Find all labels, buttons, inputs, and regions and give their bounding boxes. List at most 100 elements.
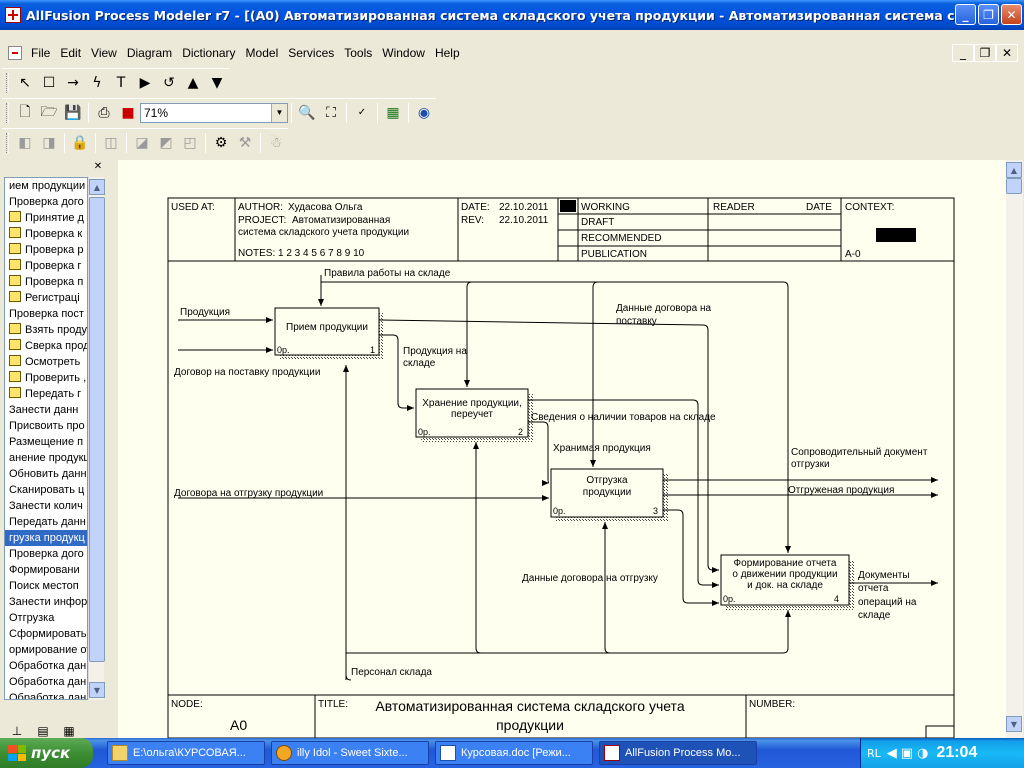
task-word[interactable]: Курсовая.doc [Режи... <box>435 741 593 765</box>
tree-item[interactable]: Занести колич <box>5 498 87 514</box>
tree-item[interactable]: Проверка р <box>5 242 87 258</box>
tray-arrow-icon[interactable]: ◀ <box>886 745 897 761</box>
navigator-icon[interactable]: ◉ <box>417 104 431 121</box>
tray-network-icon[interactable]: ▣ <box>900 745 914 761</box>
tree-item[interactable]: Размещение п <box>5 434 87 450</box>
tree-item[interactable]: Сканировать ц <box>5 482 87 498</box>
activity-box-4[interactable] <box>720 554 850 606</box>
tree-item[interactable]: Передать г <box>5 386 87 402</box>
zoom-in-icon[interactable]: 🔍 <box>298 104 316 121</box>
tree-item[interactable]: Обработка дан <box>5 658 87 674</box>
language-indicator[interactable]: RL <box>867 746 881 760</box>
tree-item[interactable]: Проверка к <box>5 226 87 242</box>
tree-item[interactable]: Формировани <box>5 562 87 578</box>
tree-item[interactable]: Проверка дого <box>5 546 87 562</box>
tree-item[interactable]: Сформировать <box>5 626 87 642</box>
print-icon[interactable]: ⎙ <box>98 104 110 121</box>
allfusion-app-icon[interactable] <box>5 7 21 23</box>
tree-item[interactable]: Поиск местоп <box>5 578 87 594</box>
menu-window[interactable]: Window <box>382 46 425 60</box>
tree-item[interactable]: Взять проду <box>5 322 87 338</box>
menu-model[interactable]: Model <box>245 46 279 60</box>
tree-item[interactable]: Проверка п <box>5 274 87 290</box>
canvas-scroll-up-icon[interactable]: ▲ <box>1006 162 1022 178</box>
task-media-player[interactable]: illy Idol - Sweet Sixte... <box>271 741 429 765</box>
text-tool-icon[interactable]: T <box>116 74 126 91</box>
tree-item[interactable]: Сверка прод <box>5 338 87 354</box>
chevron-down-icon[interactable]: ▼ <box>271 103 287 122</box>
restore-button[interactable]: ❐ <box>978 4 999 25</box>
tree-item[interactable]: Обработка дан <box>5 690 87 699</box>
canvas-scroll-down-icon[interactable]: ▼ <box>1006 716 1022 732</box>
window-title-bar[interactable]: AllFusion Process Modeler r7 - [(A0) Авт… <box>0 0 1024 30</box>
play-tool-icon[interactable]: ▶ <box>139 74 151 91</box>
new-file-icon[interactable]: 🗋 <box>19 103 31 120</box>
diagram-canvas[interactable]: USED AT: AUTHOR: Худасова Ольга PROJECT:… <box>118 160 1006 738</box>
box-tool-icon[interactable]: ☐ <box>42 74 56 91</box>
minimize-button[interactable]: _ <box>955 4 976 25</box>
tree-item[interactable]: Обновить данн <box>5 466 87 482</box>
tree-item[interactable]: Проверка дого <box>5 194 87 210</box>
mdi-restore-button[interactable]: ❐ <box>974 44 996 62</box>
tree-item[interactable]: Регистраці <box>5 290 87 306</box>
tree-item[interactable]: Проверить , <box>5 370 87 386</box>
menu-file[interactable]: File <box>31 46 51 60</box>
tree-item[interactable]: ием продукции <box>5 178 87 194</box>
spell-check-icon[interactable]: ✓ <box>357 107 367 118</box>
menu-edit[interactable]: Edit <box>60 46 82 60</box>
menu-dictionary[interactable]: Dictionary <box>182 46 236 60</box>
tab-diagrams-icon[interactable]: ▤ <box>37 724 49 738</box>
tree-item[interactable]: Присвоить про <box>5 418 87 434</box>
menu-view[interactable]: View <box>91 46 117 60</box>
mdi-minimize-button[interactable]: _ <box>952 44 974 62</box>
pointer-tool-icon[interactable]: ↖ <box>19 74 31 91</box>
up-level-icon[interactable]: ▲ <box>187 74 199 91</box>
save-icon[interactable]: 💾 <box>64 104 82 121</box>
down-level-icon[interactable]: ▼ <box>211 74 223 91</box>
tree-item[interactable]: Занести инфор <box>5 594 87 610</box>
zoom-fit-icon[interactable]: ⛶ <box>326 104 336 121</box>
tree-item[interactable]: Занести данн <box>5 402 87 418</box>
tree-scrollbar[interactable]: ▲ ▼ <box>88 177 105 700</box>
close-panel-icon[interactable]: ✕ <box>93 160 103 172</box>
tree-item[interactable]: Передать данн <box>5 514 87 530</box>
open-folder-icon[interactable]: 🗁 <box>40 103 58 120</box>
tray-volume-icon[interactable]: ◑ <box>917 745 929 761</box>
canvas-scroll-thumb[interactable] <box>1006 178 1022 194</box>
activity-box-1[interactable] <box>274 307 380 356</box>
menu-services[interactable]: Services <box>288 46 335 60</box>
mdi-close-button[interactable]: ✕ <box>996 44 1018 62</box>
menu-diagram[interactable]: Diagram <box>126 46 173 60</box>
undo-icon[interactable]: ↺ <box>163 74 175 91</box>
tree-item[interactable]: грузка продукц <box>5 530 87 546</box>
tree-item[interactable]: Принятие д <box>5 210 87 226</box>
model-explorer-icon[interactable]: ▦ <box>386 104 400 121</box>
canvas-vertical-scrollbar[interactable]: ▲ ▼ <box>1006 160 1023 738</box>
menu-tools[interactable]: Tools <box>344 46 373 60</box>
tree-item[interactable]: Отгрузка <box>5 610 87 626</box>
scroll-up-icon[interactable]: ▲ <box>89 179 105 195</box>
tree-item[interactable]: анение продукц <box>5 450 87 466</box>
scroll-down-icon[interactable]: ▼ <box>89 682 105 698</box>
close-button[interactable]: ✕ <box>1001 4 1022 25</box>
scroll-thumb[interactable] <box>89 197 105 662</box>
properties-icon[interactable]: ⚙ <box>214 134 228 151</box>
color-icon[interactable]: ■ <box>121 104 135 121</box>
start-button[interactable]: пуск <box>0 738 93 768</box>
tab-objects-icon[interactable]: ▦ <box>63 724 75 738</box>
tree-item[interactable]: Проверка пост <box>5 306 87 322</box>
task-explorer[interactable]: E:\ольга\КУРСОВАЯ... <box>107 741 265 765</box>
activity-box-2[interactable] <box>415 388 529 438</box>
zoom-select[interactable]: 71% ▼ <box>140 102 288 123</box>
task-allfusion[interactable]: AllFusion Process Mo... <box>599 741 757 765</box>
document-icon[interactable] <box>8 46 22 60</box>
squiggle-tool-icon[interactable]: ϟ <box>92 74 102 91</box>
tab-activities-icon[interactable]: ⊥ <box>11 724 23 738</box>
activity-box-3[interactable] <box>550 468 664 518</box>
tree-item[interactable]: Обработка дан <box>5 674 87 690</box>
tree-item[interactable]: Проверка г <box>5 258 87 274</box>
tree-item[interactable]: Осмотреть <box>5 354 87 370</box>
menu-help[interactable]: Help <box>434 46 460 60</box>
tree-item[interactable]: ормирование от <box>5 642 87 658</box>
arrow-tool-icon[interactable]: → <box>67 74 79 91</box>
